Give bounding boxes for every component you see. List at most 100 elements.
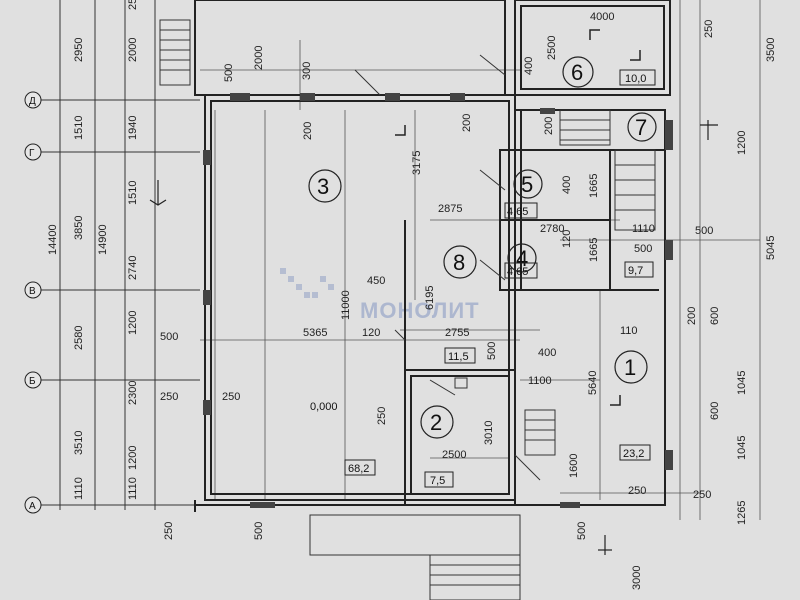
- dim-label: 200: [686, 307, 698, 325]
- room-markers: 3 1 2 4 5 6 7 8: [308, 56, 657, 439]
- dim-label: 250: [222, 391, 240, 403]
- room-number: 6: [571, 60, 583, 85]
- watermark-text: МОНОЛИТ: [360, 298, 480, 323]
- dim-label: 1200: [736, 131, 748, 155]
- room-number: 5: [521, 172, 533, 197]
- room-number: 7: [635, 115, 647, 140]
- axis-label-d: Д: [29, 96, 36, 107]
- dim-label: 3510: [73, 431, 85, 455]
- dim-label: 1940: [127, 116, 139, 140]
- axis-label-g: Г: [29, 148, 35, 159]
- left-dimension-lines: [40, 0, 200, 510]
- dim-label: 500: [576, 522, 588, 540]
- top-edge-text: 2500: [127, 0, 139, 10]
- dim-label: 250: [160, 391, 178, 403]
- dim-label: 1665: [588, 174, 600, 198]
- dim-label: 1110: [632, 223, 655, 235]
- axis-label-a: А: [29, 501, 36, 512]
- axis-markers: Д Г В Б А: [24, 91, 42, 514]
- doors: [354, 54, 541, 481]
- dim-label: 2755: [445, 327, 469, 339]
- section-marks: [149, 120, 718, 555]
- dim-label: 1665: [588, 238, 600, 262]
- dim-label: 1100: [528, 375, 552, 387]
- room-areas: 68,2 23,2 7,5 4,65 4,65 10,0 9,7 11,5 0,…: [310, 69, 656, 488]
- room-area: 11,5: [448, 351, 469, 363]
- dim-label: 2500: [546, 36, 558, 60]
- dim-label: 500: [486, 342, 498, 360]
- room-area: 4,65: [507, 206, 528, 218]
- dim-label: 600: [709, 402, 721, 420]
- dim-label: 2950: [73, 38, 85, 62]
- dim-label: 120: [561, 230, 573, 248]
- dim-label: 500: [253, 522, 265, 540]
- dim-label: 2000: [253, 46, 265, 70]
- dim-label: 14900: [97, 224, 109, 255]
- dim-label: 2780: [540, 223, 564, 235]
- dim-label: 1265: [736, 501, 748, 525]
- dim-label: 1045: [736, 436, 748, 460]
- dim-label: 200: [302, 122, 314, 140]
- room-area: 68,2: [348, 463, 369, 475]
- watermark: МОНОЛИТ: [280, 268, 480, 323]
- dim-label: 14400: [47, 224, 59, 255]
- corner-marks: [395, 29, 641, 406]
- dim-label: 250: [693, 489, 711, 501]
- room-area: 23,2: [623, 448, 644, 460]
- dim-label: 3500: [765, 38, 777, 62]
- room-area: 10,0: [625, 73, 646, 85]
- dim-label: 500: [634, 243, 652, 255]
- dim-label: 200: [461, 114, 473, 132]
- dim-label: 450: [367, 275, 385, 287]
- dim-label: 250: [163, 522, 175, 540]
- dim-label: 300: [301, 62, 313, 80]
- wall-columns: [203, 93, 673, 508]
- stairs: [159, 19, 656, 600]
- dim-label: 1600: [568, 454, 580, 478]
- dim-label: 5045: [765, 236, 777, 260]
- top-dimension-labels: 500 300 2000 200 4000 2500 250: [223, 11, 715, 132]
- room-number: 1: [624, 355, 636, 380]
- left-dimension-labels: 2950 1510 3850 2580 3510 1110 14400 1490…: [47, 38, 139, 500]
- dim-label: 400: [538, 347, 556, 359]
- right-dimension-labels: 3500 1200 5045 600 1045 1045 1265: [709, 38, 777, 525]
- dim-label: 3175: [411, 151, 423, 175]
- room-number: 4: [516, 246, 528, 271]
- dim-label: 250: [703, 20, 715, 38]
- dim-label: 4000: [590, 11, 614, 23]
- dim-label: 2580: [73, 326, 85, 350]
- level-mark: 0,000: [310, 401, 338, 413]
- dim-label: 1200: [127, 446, 139, 470]
- dim-label: 250: [376, 407, 388, 425]
- dim-label: 2500: [442, 449, 466, 461]
- dim-label: 500: [223, 64, 235, 82]
- dim-label: 400: [561, 176, 573, 194]
- dim-label: 400: [523, 57, 535, 75]
- dim-label: 1110: [73, 477, 85, 500]
- dim-label: 600: [709, 307, 721, 325]
- dim-label: 1110: [127, 477, 139, 500]
- dim-label: 2500: [127, 0, 139, 10]
- dim-label: 2000: [127, 38, 139, 62]
- dim-label: 11000: [340, 290, 352, 320]
- dim-label: 2300: [127, 381, 139, 405]
- axis-label-b: Б: [29, 376, 36, 387]
- interior-dimension-labels: 200 3175 2875 2780 450 5365 120 2755 110…: [160, 57, 721, 590]
- room-area: 4,65: [507, 266, 528, 278]
- room-area: 9,7: [628, 265, 643, 277]
- dim-label: 2740: [127, 256, 139, 280]
- dim-label: 250: [628, 485, 646, 497]
- dim-label: 200: [543, 117, 555, 135]
- dim-label: 120: [362, 327, 380, 339]
- dim-label: 1045: [736, 371, 748, 395]
- room-area: 7,5: [430, 475, 445, 487]
- room-number: 3: [317, 174, 329, 199]
- room-number: 2: [430, 410, 442, 435]
- axis-label-v: В: [29, 286, 36, 297]
- dim-label: 3000: [631, 566, 643, 590]
- dim-label: 1510: [127, 181, 139, 205]
- dim-label: 110: [620, 325, 638, 337]
- dim-label: 3850: [73, 216, 85, 240]
- dim-label: 1510: [73, 116, 85, 140]
